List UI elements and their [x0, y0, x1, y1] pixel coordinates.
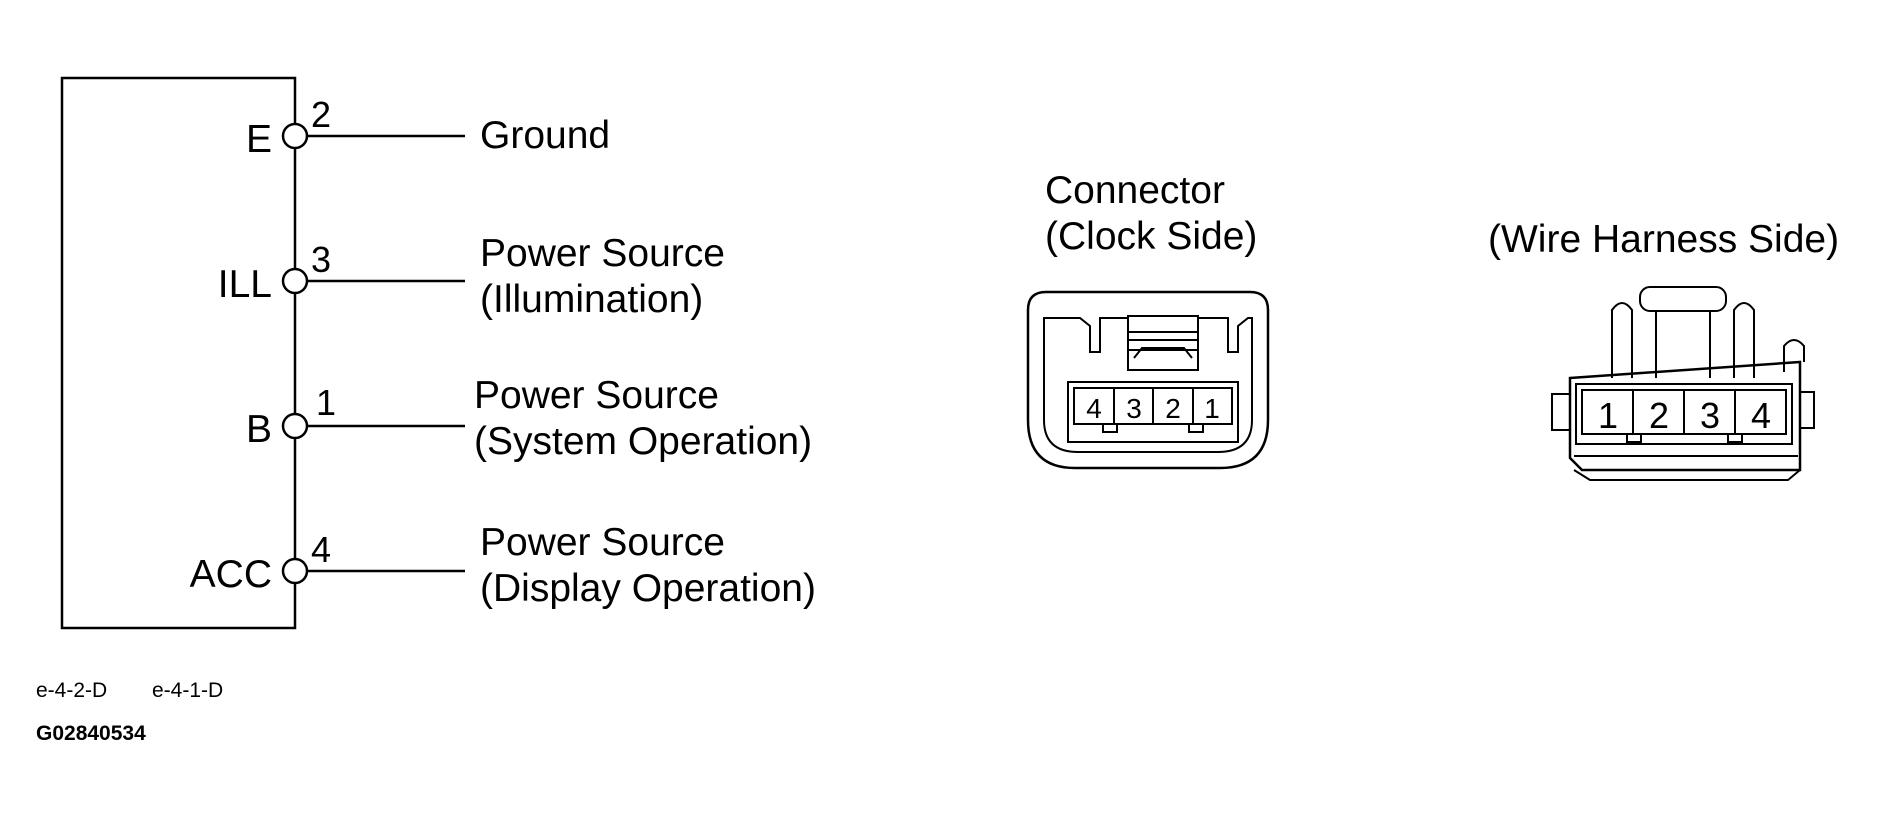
pin-description-detail: (Illumination)	[480, 278, 703, 321]
pin-row-acc: ACC 4 Power Source (Display Operation)	[190, 521, 816, 610]
harness-post-far-right	[1783, 339, 1805, 372]
connector-harness-title: (Wire Harness Side)	[1488, 218, 1839, 261]
cavity-number: 2	[1649, 395, 1669, 436]
harness-body	[1568, 360, 1802, 472]
harness-latch-right	[1799, 391, 1815, 429]
pin-description: Ground	[480, 114, 610, 157]
figure-code: G02840534	[36, 722, 146, 745]
pin-number: 2	[311, 94, 331, 135]
harness-base	[1573, 469, 1801, 481]
pin-number: 4	[311, 529, 331, 570]
cavity-number: 1	[1204, 393, 1220, 424]
harness-clip-arms	[1655, 311, 1711, 378]
pin-description: Power Source	[480, 232, 725, 275]
connector-inner-outline	[1043, 317, 1253, 453]
cavity-latch	[1102, 423, 1118, 433]
clock-component	[60, 76, 297, 630]
pin-number: 3	[311, 239, 331, 280]
harness-post-left	[1611, 302, 1633, 378]
terminal-label: B	[246, 408, 272, 451]
reference-code-1: e-4-2-D	[36, 679, 107, 702]
cavity-latch	[1626, 433, 1642, 443]
cavity-number: 2	[1165, 393, 1181, 424]
harness-post-right	[1733, 302, 1755, 378]
cavity-number: 3	[1126, 393, 1142, 424]
footer: e-4-2-D e-4-1-D G02840534	[36, 679, 223, 745]
pin-description-detail: (Display Operation)	[480, 567, 816, 610]
connector-clock-subtitle: (Clock Side)	[1045, 215, 1257, 258]
pin-number: 1	[316, 382, 336, 423]
terminal-circle	[281, 267, 309, 295]
lock-tab-ramp	[1133, 347, 1193, 359]
terminal-circle	[281, 122, 309, 150]
pin-description: Power Source	[474, 374, 719, 417]
connector-clock-side: Connector (Clock Side) 4 3 2 1	[1026, 169, 1270, 470]
pin-row-ill: ILL 3 Power Source (Illumination)	[218, 232, 725, 321]
pin-row-e: E 2 Ground	[246, 94, 610, 161]
pin-row-b: B 1 Power Source (System Operation)	[246, 374, 812, 463]
terminal-label: ACC	[190, 553, 272, 596]
harness-terminal-block	[1575, 383, 1793, 445]
cavity-number: 4	[1086, 393, 1102, 424]
harness-clip	[1639, 286, 1727, 312]
cavity-number: 4	[1751, 395, 1771, 436]
connector-harness-side: (Wire Harness Side) 1 2 3 4	[1488, 218, 1839, 481]
cavity-latch	[1188, 423, 1204, 433]
terminal-block	[1067, 381, 1239, 443]
reference-code-2: e-4-1-D	[152, 679, 223, 702]
terminal-label: E	[246, 118, 272, 161]
terminal-circle	[281, 557, 309, 585]
pin-description-detail: (System Operation)	[474, 420, 812, 463]
terminal-circle	[281, 412, 309, 440]
pin-description: Power Source	[480, 521, 725, 564]
harness-latch-left	[1551, 393, 1571, 431]
terminal-label: ILL	[218, 263, 272, 306]
cavity-number: 3	[1700, 395, 1720, 436]
connector-clock-title: Connector	[1045, 169, 1225, 212]
cavity-latch	[1727, 433, 1743, 443]
connector-housing	[1026, 290, 1270, 470]
component-outline	[60, 76, 297, 630]
lock-tab	[1127, 315, 1199, 371]
cavity-number: 1	[1598, 395, 1618, 436]
